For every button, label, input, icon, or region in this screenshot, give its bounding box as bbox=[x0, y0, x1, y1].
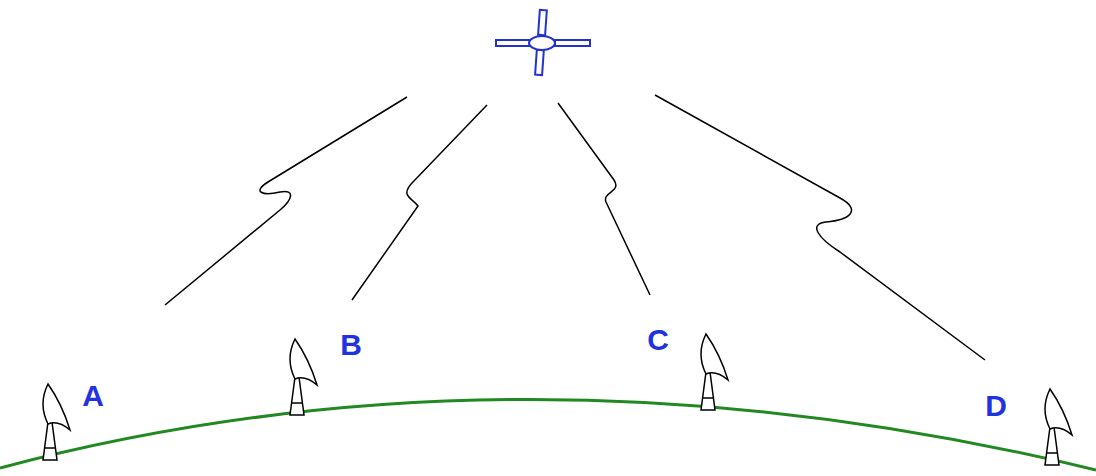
earth-surface bbox=[0, 399, 1096, 470]
station-label: A bbox=[82, 381, 104, 411]
station-label: C bbox=[647, 325, 669, 355]
antenna-symbol bbox=[1045, 389, 1072, 465]
antenna-symbol bbox=[290, 339, 317, 415]
antenna-symbol bbox=[701, 334, 728, 410]
station-label: D bbox=[985, 391, 1007, 421]
satellite-symbol bbox=[496, 10, 590, 75]
station-label: B bbox=[340, 330, 362, 360]
antenna-symbol bbox=[43, 384, 70, 460]
signal-lines bbox=[165, 95, 985, 360]
